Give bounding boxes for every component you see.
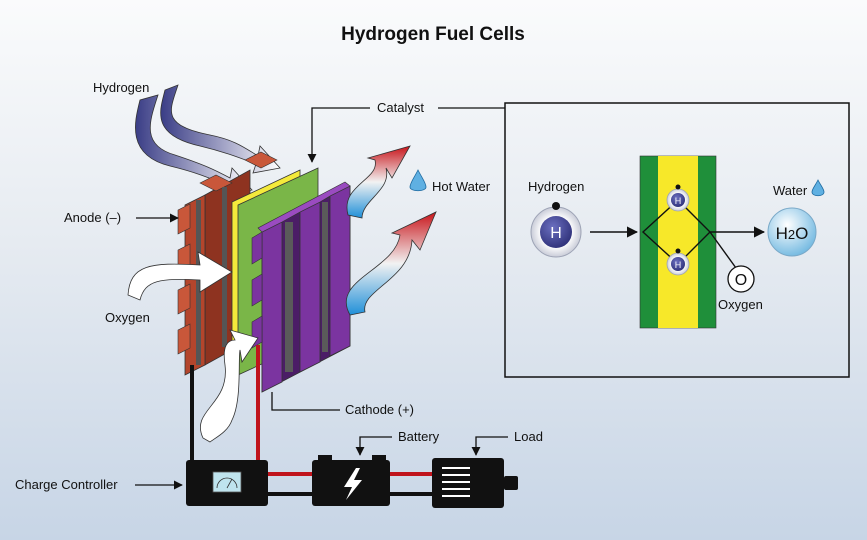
inset-oxygen-label: Oxygen (718, 297, 763, 312)
circuit-wires (190, 345, 432, 496)
label-battery: Battery (398, 429, 440, 444)
lightning-bolt-icon (344, 468, 362, 500)
proton-top (671, 193, 685, 207)
oxygen-atom-symbol: O (735, 272, 747, 289)
leader-lines (135, 107, 508, 490)
label-charge-controller: Charge Controller (15, 477, 118, 492)
hydrogen-flow-arrows (135, 84, 281, 196)
cathode-plate (251, 181, 351, 393)
charge-controller (186, 460, 268, 506)
battery (312, 455, 390, 506)
page-title: Hydrogen Fuel Cells (341, 24, 525, 45)
inset-water-label: Water (773, 183, 808, 198)
water-molecule (767, 207, 817, 257)
hot-water-flow-arrows (346, 145, 437, 316)
label-hot-water: Hot Water (432, 179, 491, 194)
reaction-inset-panel: Hydrogen H H H O Oxygen Water H2O (504, 102, 850, 378)
oxygen-atom (727, 265, 755, 293)
proton-bottom (671, 257, 685, 271)
label-oxygen: Oxygen (105, 310, 150, 325)
meter-gauge-icon (212, 471, 242, 493)
label-cathode: Cathode (+) (345, 402, 414, 417)
hydrogen-atom-symbol: H (550, 225, 562, 242)
proton-top-symbol: H (675, 196, 682, 206)
proton-bottom-symbol: H (675, 260, 682, 270)
label-hydrogen: Hydrogen (93, 80, 149, 95)
water-drop-icon (409, 169, 427, 192)
water-formula: H2O (776, 224, 809, 243)
label-load: Load (514, 429, 543, 444)
water-droplet-icon (811, 179, 825, 197)
hydrogen-atom (540, 216, 572, 248)
oxygen-flow-arrows (127, 251, 259, 443)
label-anode: Anode (–) (64, 210, 121, 225)
inset-hydrogen-label: Hydrogen (528, 179, 584, 194)
label-catalyst: Catalyst (377, 100, 424, 115)
load-motor (432, 458, 518, 508)
